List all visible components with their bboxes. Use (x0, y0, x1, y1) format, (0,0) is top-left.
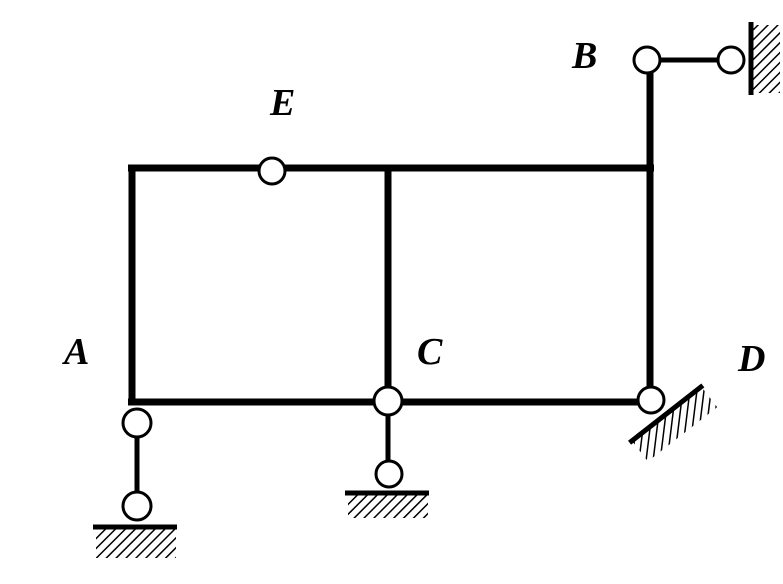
hinge-b (632, 45, 662, 75)
support-b-hatch (752, 25, 780, 93)
support-d-hatch (631, 386, 718, 462)
hinges (121, 45, 746, 522)
label-a: A (64, 331, 90, 373)
support-b-wall (748, 22, 780, 95)
support-d-inclined (628, 383, 718, 462)
label-d: D (738, 338, 766, 380)
label-e: E (270, 82, 296, 124)
support-a-hatch (96, 528, 176, 558)
hinge-e (257, 156, 287, 186)
support-c-hatch (348, 494, 428, 518)
hinge-a-top (121, 407, 153, 439)
support-d-ground-line (628, 383, 705, 445)
hinge-a-bottom (121, 490, 153, 522)
hinge-b-wall (716, 45, 746, 75)
label-b: B (572, 35, 598, 77)
label-c: C (417, 331, 443, 373)
hinge-d (636, 385, 666, 415)
hinge-c-ground (374, 459, 404, 489)
hinge-c (372, 385, 404, 417)
